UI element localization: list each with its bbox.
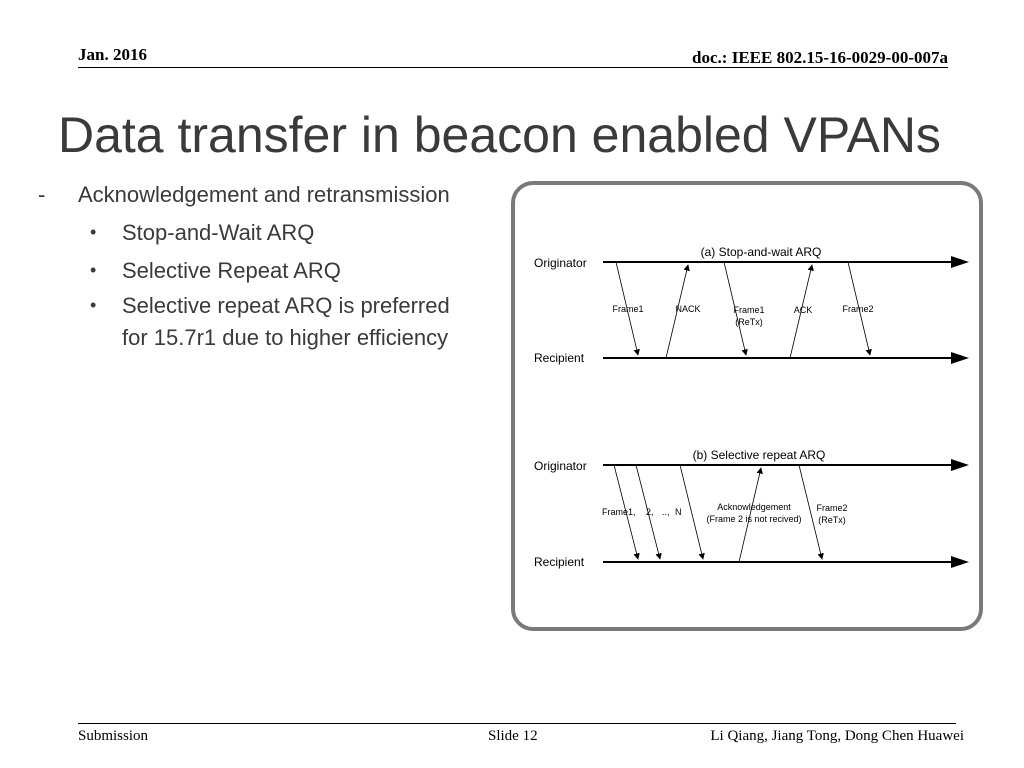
label-frame1: Frame1 [612,304,643,314]
header-date: Jan. 2016 [78,45,147,64]
slide-title: Data transfer in beacon enabled VPANs [58,107,941,163]
header-divider [78,67,948,68]
label-retx: (ReTx) [735,317,763,327]
bullet-dot-1: • [90,222,97,242]
label-acknowledgement: Acknowledgement [717,502,791,512]
bullet-sub-3-cont: for 15.7r1 due to higher efficiency [122,325,449,350]
label-frame2-not-received: (Frame 2 is not recived) [706,514,801,524]
timeline-arrowhead [951,256,969,268]
label-ack: ACK [794,305,813,315]
bullet-sub-3: Selective repeat ARQ is preferred [122,293,450,318]
recipient-label-a: Recipient [534,351,585,365]
arrow-frame-2 [635,464,662,560]
label-n-b: N [675,507,682,517]
timeline-arrowhead [951,352,969,364]
footer-submission: Submission [78,728,149,744]
bullet-dot-3: • [90,295,97,315]
recipient-label-b: Recipient [534,555,585,569]
label-frame1-retx: Frame1 [733,305,764,315]
caption-b: (b) Selective repeat ARQ [693,448,826,462]
arrow-ack [789,264,814,359]
label-frame-2-b: 2, [646,507,654,517]
arrow-frame2 [847,261,872,356]
bullet-sub-1: Stop-and-Wait ARQ [122,220,315,245]
arq-diagram-panel [511,181,983,631]
bullet-main: Acknowledgement and retransmission [78,182,450,207]
footer-slide-number: Slide 12 [488,728,538,744]
originator-label-a: Originator [534,256,587,270]
arrow-frame-1 [613,464,640,560]
arrow-frame1 [615,261,640,356]
arrow-frame-n [679,464,705,560]
label-retx-b: (ReTx) [818,515,846,525]
arrow-frame2-retx [798,464,824,560]
footer-divider [78,723,956,724]
label-ellipsis-b: .., [662,507,670,517]
label-frame2-b: Frame2 [816,503,847,513]
timeline-arrowhead [951,556,969,568]
label-nack: NACK [675,304,700,314]
bullet-dash: - [38,182,46,207]
caption-a: (a) Stop-and-wait ARQ [701,245,822,259]
label-frame2: Frame2 [842,304,873,314]
timeline-arrowhead [951,459,969,471]
bullet-sub-2: Selective Repeat ARQ [122,258,341,283]
arrow-nack [665,264,690,359]
bullet-dot-2: • [90,260,97,280]
arrow-frame1-retx [723,261,748,356]
originator-label-b: Originator [534,459,587,473]
footer-authors: Li Qiang, Jiang Tong, Dong Chen Huawei [710,728,964,744]
arrow-acknowledgement [738,467,763,563]
label-frame1-b: Frame1, [602,507,636,517]
header-doc-id: doc.: IEEE 802.15-16-0029-00-007a [692,48,948,67]
